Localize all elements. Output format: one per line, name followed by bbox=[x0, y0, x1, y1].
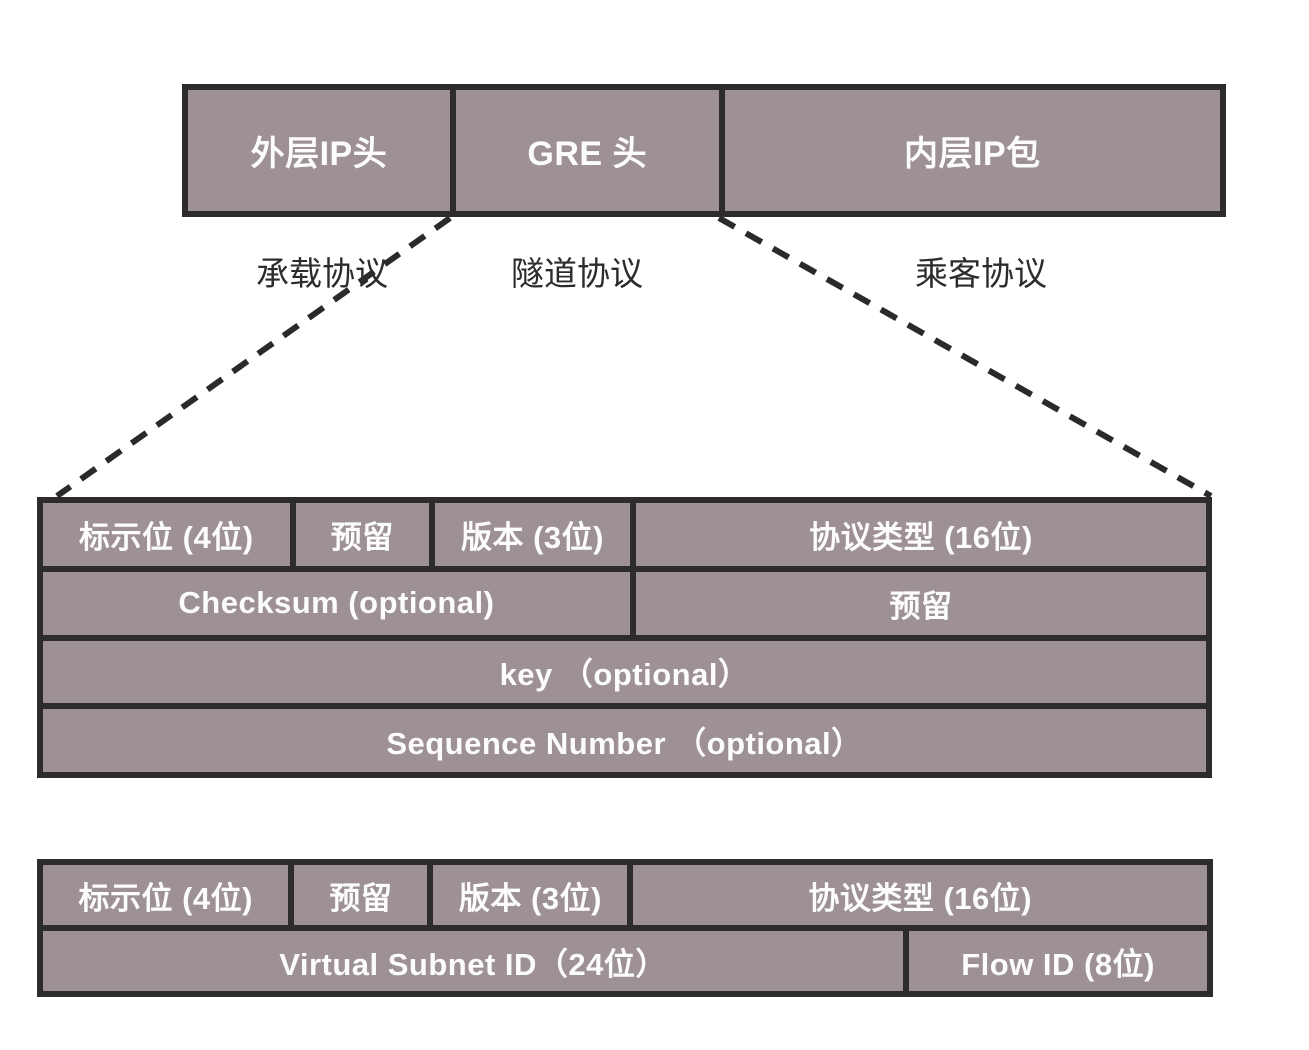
packet-structure-row: 外层IP头 GRE 头 内层IP包 bbox=[182, 84, 1226, 217]
cell-flags-4bit: 标示位 (4位) bbox=[43, 865, 289, 925]
cell-reserved: 预留 bbox=[295, 503, 430, 566]
cell-sequence-number-optional: Sequence Number （optional） bbox=[43, 709, 1206, 772]
cell-reserved-2: 预留 bbox=[635, 571, 1206, 635]
cell-version-3bit: 版本 (3位) bbox=[433, 865, 628, 925]
caption-passenger-protocol: 乘客协议 bbox=[915, 255, 1047, 292]
cell-virtual-subnet-id-24bit: Virtual Subnet ID（24位） bbox=[43, 931, 904, 991]
inner-ip-packet-box: 内层IP包 bbox=[724, 90, 1220, 211]
nvgre-header-table: 标示位 (4位) 预留 版本 (3位) 协议类型 (16位) Virtual S… bbox=[37, 859, 1213, 997]
cell-key-optional: key （optional） bbox=[43, 640, 1206, 704]
gre-header-table: 标示位 (4位) 预留 版本 (3位) 协议类型 (16位) Checksum … bbox=[37, 497, 1212, 778]
caption-tunnel-protocol: 隧道协议 bbox=[511, 255, 643, 292]
left-dashed-line bbox=[55, 215, 452, 499]
cell-version-3bit: 版本 (3位) bbox=[435, 503, 630, 566]
cell-flags-4bit: 标示位 (4位) bbox=[43, 503, 290, 566]
cell-protocol-type-16bit: 协议类型 (16位) bbox=[633, 865, 1207, 925]
cell-reserved: 预留 bbox=[294, 865, 428, 925]
caption-carrier-protocol: 承载协议 bbox=[256, 255, 388, 292]
outer-ip-header-box: 外层IP头 bbox=[188, 90, 450, 211]
cell-flow-id-8bit: Flow ID (8位) bbox=[909, 931, 1207, 991]
cell-checksum-optional: Checksum (optional) bbox=[43, 571, 630, 635]
gre-header-box: GRE 头 bbox=[455, 90, 719, 211]
cell-protocol-type-16bit: 协议类型 (16位) bbox=[635, 503, 1206, 566]
